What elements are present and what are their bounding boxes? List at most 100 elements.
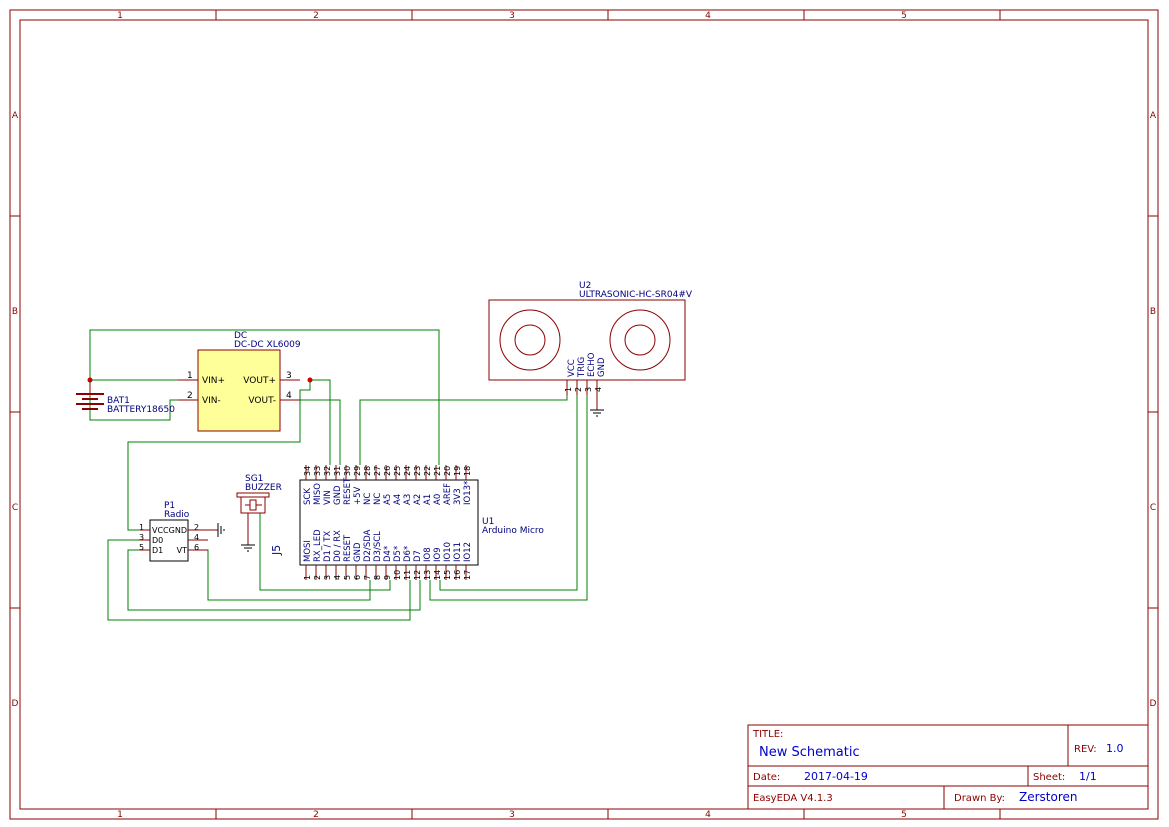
u1-top-pins: 34SCK33MISO32VIN31GND30RESET29+5V28NC27N… [303,465,473,505]
pin-number: 1 [564,387,573,392]
pin-name: A1 [423,494,433,505]
pin-number: 12 [413,570,422,580]
pin-number: 4 [286,391,292,401]
ultrasonic-sensor: U2 ULTRASONIC-HC-SR04#V 1 2 3 4 VCC TRIG… [488,281,693,417]
col-label: 1 [117,810,123,820]
pin-name: +5V [353,486,363,505]
wire [89,399,178,421]
pin-number: 26 [383,466,392,476]
row-label: C [1150,503,1156,513]
pin-name: 3V3 [453,488,463,505]
pin-name: D7 [413,550,423,562]
date-label: Date: [753,772,780,783]
sheet-value: 1/1 [1079,770,1097,783]
pin-number: 2 [574,387,583,392]
pin-name: GND [597,357,607,377]
wires [89,329,588,621]
pin-name: TRIG [577,357,587,378]
pin-number: 4 [333,575,342,580]
date-value: 2017-04-19 [804,770,868,783]
col-label: 3 [509,810,515,820]
rev-label: REV: [1074,744,1097,755]
sg1-value: BUZZER [245,483,282,493]
pin-number: 1 [303,575,312,580]
ground-icon [241,544,255,552]
pin-name: D4* [383,546,393,562]
pin-number: 9 [383,575,392,580]
pin-name: GND [333,485,343,505]
pin-number: 15 [443,570,452,580]
pin-name: NC [373,493,383,505]
pin-number: 22 [423,466,432,476]
sg1-ref: SG1 [245,474,263,484]
wire [429,395,588,601]
ground-icon [590,409,604,417]
pin-name: ECHO [587,352,597,377]
pin-name: VIN+ [202,376,225,386]
pin-name: A4 [393,494,403,505]
pin-name: MISO [313,483,323,505]
pin-number: 1 [139,523,144,532]
wire [127,380,311,531]
pin-name: A3 [403,494,413,505]
row-label: D [1150,699,1157,709]
u2-ref: U2 [579,281,591,291]
pin-number: 3 [139,533,144,542]
pin-name: AREF [443,483,453,505]
wire [127,549,421,611]
col-label: 2 [313,810,319,820]
pin-number: 16 [453,570,462,580]
dc-ref: DC [234,331,247,341]
wire [259,513,391,591]
wire [300,399,341,465]
pin-name: VOUT+ [243,376,276,386]
dc-value: DC-DC XL6009 [234,340,301,350]
col-label: 4 [705,11,711,21]
pin-number: 2 [187,391,193,401]
sheet-frame [9,9,1159,820]
pin-number: 23 [413,466,422,476]
pin-name: VOUT- [248,396,276,406]
pin-name: IO10 [443,542,453,562]
pin-name: VCC [152,526,169,535]
pin-number: 3 [584,387,593,392]
u1-ref: U1 [482,517,494,527]
title-block: TITLE: New Schematic REV: 1.0 Date: 2017… [747,724,1149,810]
pin-number: 33 [313,466,322,476]
pin-name: D0 / RX [333,530,343,562]
pin-name: SCK [303,488,313,505]
wire [310,379,331,465]
pin-number: 18 [463,466,472,476]
pin-name: GND [169,526,187,535]
wire [439,395,578,591]
pin-name: D1 [152,546,163,555]
p1-value: Radio [164,510,190,520]
frame-labels: 1 2 3 4 5 1 2 3 4 5 A B C D A B C D [12,11,1157,820]
sensor-transducer-icon [499,309,561,371]
schematic-title: New Schematic [759,745,860,760]
col-label: 5 [901,810,907,820]
battery: BAT1 BATTERY18650 [76,380,175,415]
junction-dot [307,377,313,383]
bat-value: BATTERY18650 [107,405,175,415]
sensor-transducer-icon [609,309,671,371]
pin-number: 3 [323,575,332,580]
pin-name: IO12 [463,542,473,562]
pin-number: 5 [139,543,144,552]
row-label: A [1150,111,1157,121]
pin-number: 21 [433,466,442,476]
pin-number: 10 [393,570,402,580]
pin-number: 28 [363,466,372,476]
pin-name: RESET [343,477,353,505]
pin-name: D6* [403,546,413,562]
row-label: D [12,699,19,709]
pin-name: VT [177,546,187,555]
pin-number: 30 [343,466,352,476]
pin-number: 31 [333,466,342,476]
u2-value: ULTRASONIC-HC-SR04#V [579,290,693,300]
pin-name: RESET [343,534,353,562]
drawn-by-label: Drawn By: [954,793,1005,804]
pin-name: IO9 [433,547,443,562]
wire [89,329,440,465]
